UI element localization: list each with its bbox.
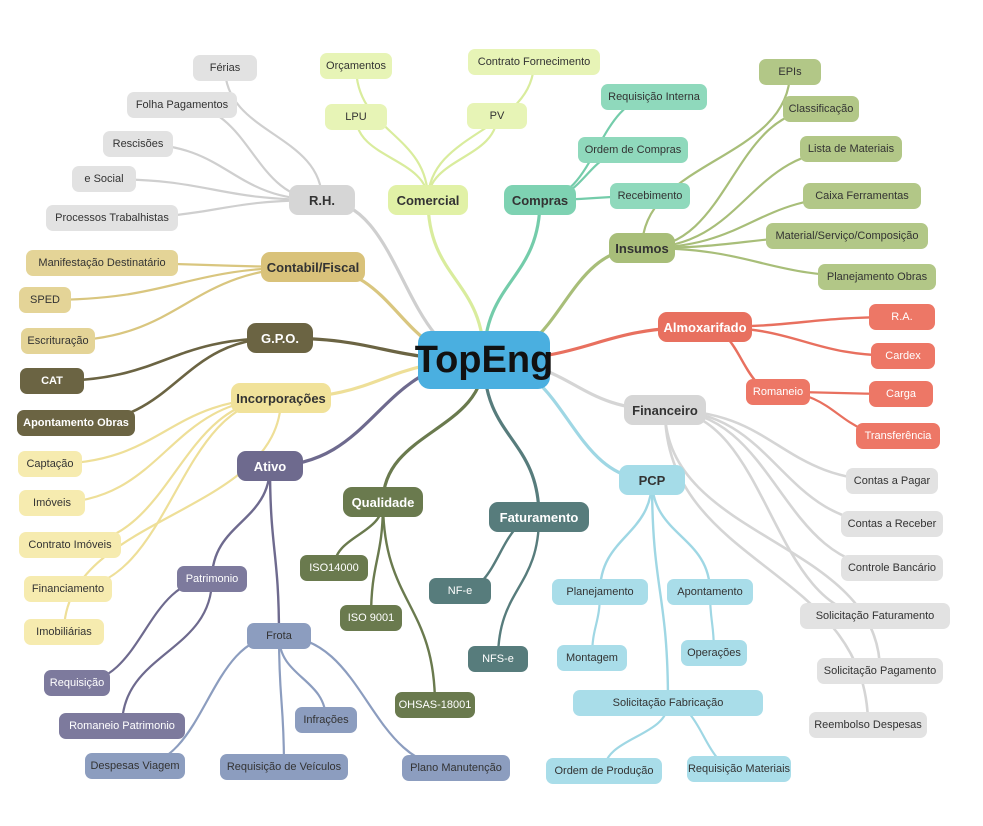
- node-apontamento-obras[interactable]: Apontamento Obras: [17, 410, 135, 436]
- node-plano-manutencao[interactable]: Plano Manutenção: [402, 755, 510, 781]
- node-planejamento-obras[interactable]: Planejamento Obras: [818, 264, 936, 290]
- node-imobiliarias[interactable]: Imobiliárias: [24, 619, 104, 645]
- node-montagem[interactable]: Montagem: [557, 645, 627, 671]
- node-requisicao-veiculos[interactable]: Requisição de Veículos: [220, 754, 348, 780]
- link-patrimonio-romaneioPat: [120, 577, 214, 728]
- node-ohsas-18001[interactable]: OHSAS-18001: [395, 692, 475, 718]
- branch-pcp[interactable]: PCP: [619, 465, 685, 495]
- node-requisicao[interactable]: Requisição: [44, 670, 110, 696]
- node-despesas-viagem[interactable]: Despesas Viagem: [85, 753, 185, 779]
- link-ativo-frota: [268, 464, 281, 638]
- branch-comercial[interactable]: Comercial: [388, 185, 468, 215]
- node-ordem-producao[interactable]: Ordem de Produção: [546, 758, 662, 784]
- node-ferias[interactable]: Férias: [193, 55, 257, 81]
- node-operacoes[interactable]: Operações: [681, 640, 747, 666]
- node-patrimonio[interactable]: Patrimonio: [177, 566, 247, 592]
- link-qualidade-ohsas: [381, 500, 437, 707]
- branch-incorporacoes[interactable]: Incorporações: [231, 383, 331, 413]
- node-romaneio[interactable]: Romaneio: [746, 379, 810, 405]
- node-carga[interactable]: Carga: [869, 381, 933, 407]
- node-planejamento[interactable]: Planejamento: [552, 579, 648, 605]
- node-reembolso-despesas[interactable]: Reembolso Despesas: [809, 712, 927, 738]
- link-comercial-orcamentos: [354, 64, 430, 202]
- node-apontamento[interactable]: Apontamento: [667, 579, 753, 605]
- node-solicitacao-faturamento[interactable]: Solicitação Faturamento: [800, 603, 950, 629]
- branch-qualidade[interactable]: Qualidade: [343, 487, 423, 517]
- branch-gpo[interactable]: G.P.O.: [247, 323, 313, 353]
- node-cardex[interactable]: Cardex: [871, 343, 935, 369]
- link-comercial-contratoForn: [426, 60, 536, 202]
- node-iso9001[interactable]: ISO 9001: [340, 605, 402, 631]
- link-rh-ferias: [223, 66, 324, 202]
- node-controle-bancario[interactable]: Controle Bancário: [841, 555, 943, 581]
- node-contrato-fornecimento[interactable]: Contrato Fornecimento: [468, 49, 600, 75]
- branch-contabil-fiscal[interactable]: Contabil/Fiscal: [261, 252, 365, 282]
- node-nfse[interactable]: NFS-e: [468, 646, 528, 672]
- node-infracoes[interactable]: Infrações: [295, 707, 357, 733]
- node-esocial[interactable]: e Social: [72, 166, 136, 192]
- node-pv[interactable]: PV: [467, 103, 527, 129]
- node-requisicao-interna[interactable]: Requisição Interna: [601, 84, 707, 110]
- node-solicitacao-pagamento[interactable]: Solicitação Pagamento: [817, 658, 943, 684]
- branch-almoxarifado[interactable]: Almoxarifado: [658, 312, 752, 342]
- node-solicitacao-fabricacao[interactable]: Solicitação Fabricação: [573, 690, 763, 716]
- node-requisicao-materiais[interactable]: Requisição Materiais: [687, 756, 791, 782]
- node-financiamento[interactable]: Financiamento: [24, 576, 112, 602]
- node-caixa-ferramentas[interactable]: Caixa Ferramentas: [803, 183, 921, 209]
- node-recebimento[interactable]: Recebimento: [610, 183, 690, 209]
- link-frota-reqVeiculos: [277, 634, 286, 769]
- branch-compras[interactable]: Compras: [504, 185, 576, 215]
- branch-ativo[interactable]: Ativo: [237, 451, 303, 481]
- node-sped[interactable]: SPED: [19, 287, 71, 313]
- root-node-topeng[interactable]: TopEng: [415, 331, 553, 389]
- node-contrato-imoveis[interactable]: Contrato Imóveis: [19, 532, 121, 558]
- link-ativo-patrimonio: [210, 464, 272, 581]
- link-insumos-epis: [640, 70, 792, 250]
- node-contas-receber[interactable]: Contas a Receber: [841, 511, 943, 537]
- node-lista-materiais[interactable]: Lista de Materiais: [800, 136, 902, 162]
- node-imoveis[interactable]: Imóveis: [19, 490, 85, 516]
- branch-faturamento[interactable]: Faturamento: [489, 502, 589, 532]
- node-captacao[interactable]: Captação: [18, 451, 82, 477]
- branch-rh[interactable]: R.H.: [289, 185, 355, 215]
- branch-financeiro[interactable]: Financeiro: [624, 395, 706, 425]
- node-escrituracao[interactable]: Escrituração: [21, 328, 95, 354]
- node-transferencia[interactable]: Transferência: [856, 423, 940, 449]
- link-gpo-cat: [50, 336, 282, 383]
- link-pcp-planejamento: [598, 478, 654, 594]
- node-nfe[interactable]: NF-e: [429, 578, 491, 604]
- node-orcamentos[interactable]: Orçamentos: [320, 53, 392, 79]
- node-romaneio-patrimonio[interactable]: Romaneio Patrimonio: [59, 713, 185, 739]
- node-processos-trabalhistas[interactable]: Processos Trabalhistas: [46, 205, 178, 231]
- node-contas-pagar[interactable]: Contas a Pagar: [846, 468, 938, 494]
- node-ordem-compras[interactable]: Ordem de Compras: [578, 137, 688, 163]
- link-pcp-apontamento: [650, 478, 712, 594]
- node-rescisoes[interactable]: Rescisões: [103, 131, 173, 157]
- node-manifestacao-destinatario[interactable]: Manifestação Destinatário: [26, 250, 178, 276]
- node-material-servico-composicao[interactable]: Material/Serviço/Composição: [766, 223, 928, 249]
- node-ra[interactable]: R.A.: [869, 304, 935, 330]
- link-rh-esocial: [102, 177, 324, 202]
- node-cat[interactable]: CAT: [20, 368, 84, 394]
- branch-insumos[interactable]: Insumos: [609, 233, 675, 263]
- node-lpu[interactable]: LPU: [325, 104, 387, 130]
- link-pcp-solicFab: [650, 478, 670, 705]
- node-folha-pagamentos[interactable]: Folha Pagamentos: [127, 92, 237, 118]
- node-classificacao[interactable]: Classificação: [783, 96, 859, 122]
- node-iso14000[interactable]: ISO14000: [300, 555, 368, 581]
- node-frota[interactable]: Frota: [247, 623, 311, 649]
- link-faturamento-nfse: [496, 515, 541, 661]
- node-epis[interactable]: EPIs: [759, 59, 821, 85]
